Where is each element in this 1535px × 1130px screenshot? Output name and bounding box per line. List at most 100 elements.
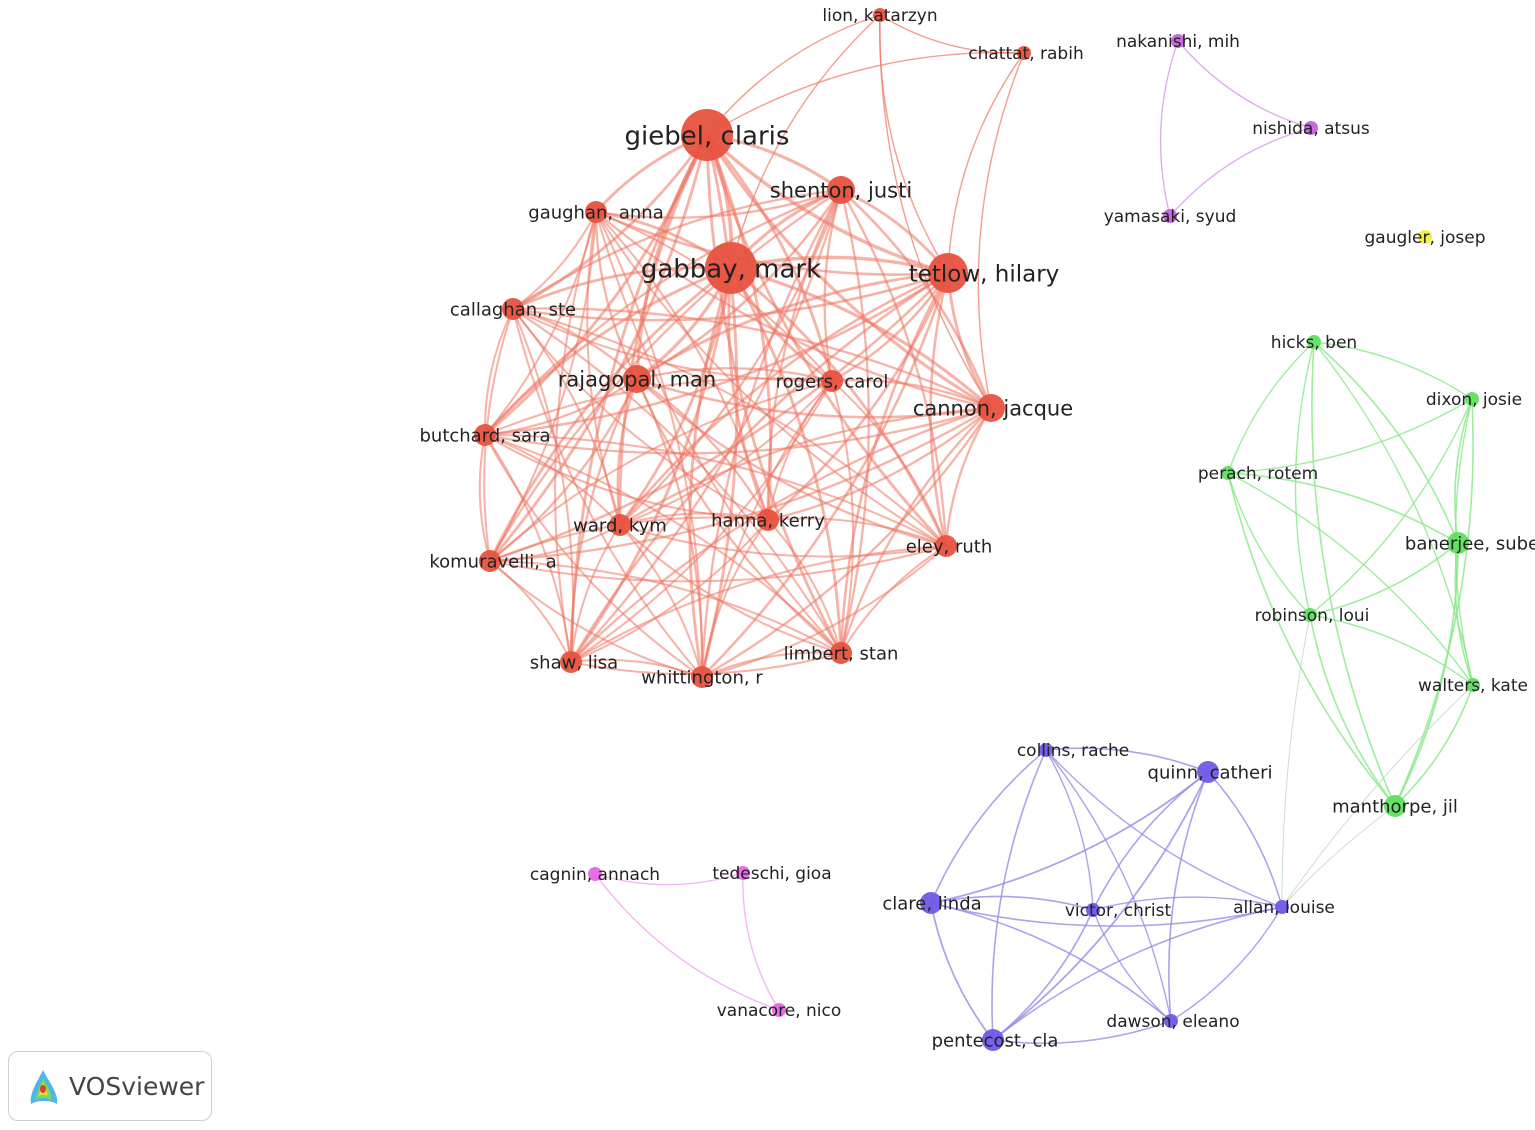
node-robinson[interactable] (1303, 608, 1317, 622)
node-butchard[interactable] (474, 424, 496, 446)
node-label-rajagopal: rajagopal, man (558, 368, 716, 392)
node-giebel[interactable] (681, 109, 733, 161)
edge-banerjee-robinson (1309, 542, 1459, 616)
node-victor[interactable] (1086, 903, 1100, 917)
edge-perach-banerjee (1227, 472, 1459, 544)
node-nishida[interactable] (1304, 121, 1318, 135)
node-chattat[interactable] (1017, 46, 1031, 60)
node-label-tetlow: tetlow, hilary (909, 261, 1060, 287)
node-collins[interactable] (1039, 743, 1053, 757)
edge-nishida-yamasaki (1169, 127, 1312, 217)
edge-tetlow-limbert (839, 272, 950, 654)
node-dawson[interactable] (1164, 1014, 1178, 1028)
node-banerjee[interactable] (1447, 532, 1469, 554)
edge-whittington-limbert (701, 651, 842, 678)
edge-gaughan-callaghan (512, 211, 597, 310)
node-perach[interactable] (1221, 466, 1235, 480)
edge-eley-limbert (840, 545, 947, 654)
node-hanna[interactable] (757, 509, 779, 531)
node-label-gaugler: gaugler, josep (1365, 228, 1486, 248)
node-pentecost[interactable] (982, 1029, 1004, 1051)
edge-hicks-walters (1313, 341, 1474, 686)
edge-ward-hanna (619, 512, 769, 526)
node-rogers[interactable] (821, 370, 843, 392)
edge-komuravelli-limbert (489, 559, 842, 654)
node-nakanishi[interactable] (1171, 34, 1185, 48)
node-label-shenton: shenton, justi (770, 179, 912, 203)
edge-butchard-komuravelli (478, 434, 491, 562)
node-lion[interactable] (873, 8, 887, 22)
edge-gabbay-callaghan (512, 265, 732, 311)
edge-lion-giebel (706, 14, 881, 136)
edge-lion-gabbay (730, 14, 881, 269)
edge-clare-victor (930, 895, 1094, 911)
node-label-limbert: limbert, stan (784, 643, 899, 664)
node-rajagopal[interactable] (623, 365, 651, 393)
edge-tetlow-butchard (484, 271, 949, 437)
edge-rogers-komuravelli (489, 380, 833, 562)
edge-tedeschi-vanacore (742, 872, 780, 1011)
edge-giebel-ward (618, 134, 709, 526)
node-yamasaki[interactable] (1163, 209, 1177, 223)
node-cagnin[interactable] (588, 867, 602, 881)
node-limbert[interactable] (830, 642, 852, 664)
node-eley[interactable] (935, 535, 957, 557)
node-tedeschi[interactable] (736, 866, 750, 880)
edge-cannon-ward (619, 406, 992, 526)
edge-hicks-manthorpe (1311, 341, 1396, 807)
node-whittington[interactable] (691, 666, 713, 688)
node-label-victor: victor, christ (1065, 901, 1172, 921)
edge-butchard-hanna (484, 434, 769, 522)
edge-rogers-shaw (570, 380, 833, 663)
edge-collins-victor (1045, 749, 1094, 911)
edge-clare-allan (930, 902, 1283, 927)
edge-robinson-manthorpe (1309, 614, 1396, 807)
edge-cannon-limbert (839, 407, 992, 654)
edge-clare-pentecost (930, 902, 994, 1041)
edge-callaghan-butchard (483, 308, 514, 436)
node-komuravelli[interactable] (479, 550, 501, 572)
node-label-komuravelli: komuravelli, a (429, 551, 556, 572)
node-quinn[interactable] (1197, 761, 1219, 783)
node-label-tedeschi: tedeschi, gioa (712, 864, 831, 884)
edge-hanna-shaw (570, 519, 769, 663)
edge-dixon-manthorpe (1394, 398, 1474, 807)
node-label-ward: ward, kym (573, 515, 667, 536)
edge-rajagopal-butchard (484, 378, 638, 437)
node-label-quinn: quinn, catheri (1148, 762, 1273, 783)
node-label-allan: allan, louise (1233, 898, 1335, 918)
edge-cannon-eley (944, 407, 992, 547)
edge-lion-tetlow (879, 14, 949, 274)
node-gaughan[interactable] (585, 201, 607, 223)
node-cannon[interactable] (977, 394, 1005, 422)
edge-clare-dawson (930, 902, 1172, 1022)
node-ward[interactable] (609, 514, 631, 536)
edge-walters-allan (1281, 684, 1474, 908)
node-label-chattat: chattat, rabih (968, 44, 1083, 64)
edge-dixon-perach (1227, 398, 1473, 474)
network-nodes (474, 8, 1480, 1051)
edge-giebel-cannon (705, 134, 992, 410)
edge-banerjee-walters (1454, 542, 1474, 686)
node-vanacore[interactable] (772, 1003, 786, 1017)
edge-shenton-limbert (839, 189, 870, 654)
node-label-lion: lion, katarzyn (822, 6, 937, 26)
edge-allan-pentecost (992, 906, 1283, 1041)
node-label-yamasaki: yamasaki, syud (1104, 207, 1237, 227)
node-hicks[interactable] (1307, 335, 1321, 349)
node-shenton[interactable] (827, 176, 855, 204)
node-callaghan[interactable] (502, 298, 524, 320)
node-manthorpe[interactable] (1384, 795, 1406, 817)
node-allan[interactable] (1275, 900, 1289, 914)
edge-callaghan-whittington (512, 308, 703, 678)
node-gaugler[interactable] (1418, 230, 1432, 244)
node-shaw[interactable] (560, 651, 582, 673)
node-gabbay[interactable] (705, 242, 757, 294)
node-tetlow[interactable] (928, 253, 968, 293)
node-clare[interactable] (920, 892, 942, 914)
node-label-dawson: dawson, eleano (1106, 1012, 1239, 1032)
node-walters[interactable] (1466, 678, 1480, 692)
node-dixon[interactable] (1465, 392, 1479, 406)
